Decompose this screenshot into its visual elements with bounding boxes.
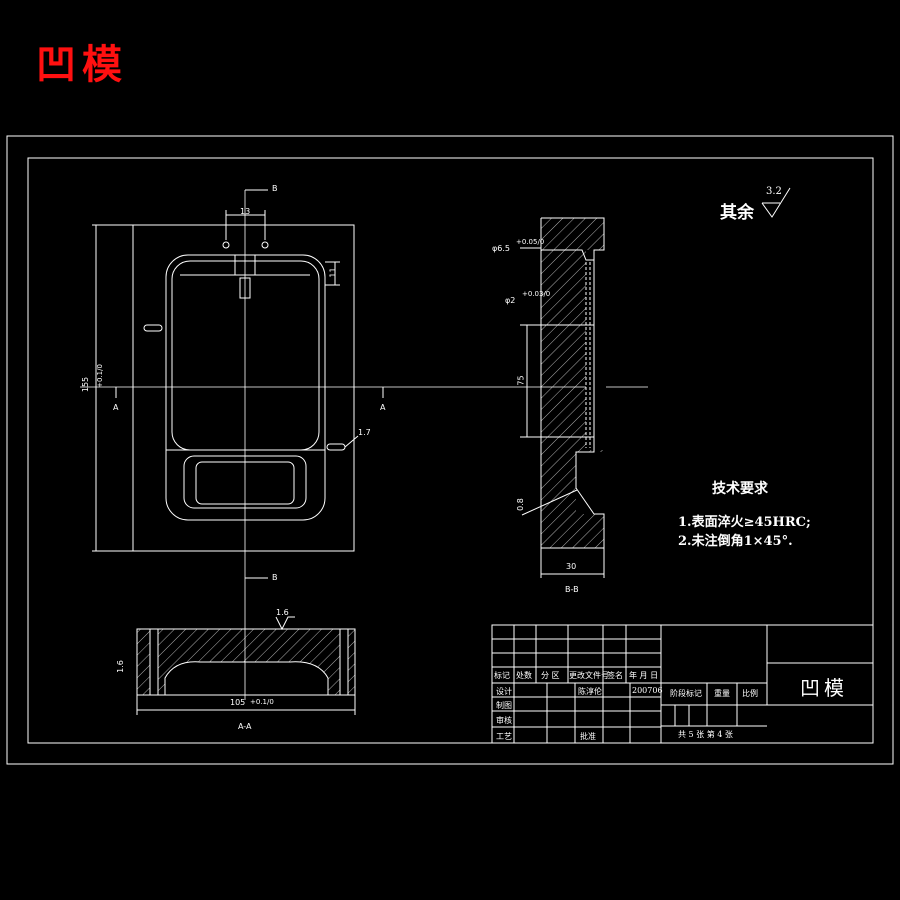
rev-header-zone: 分 区: [541, 671, 560, 680]
rev-header-date: 年 月 日: [629, 671, 659, 680]
side-slot-left: [143, 324, 163, 332]
row-process-label: 工艺: [496, 732, 512, 741]
pin-hole-left: [222, 241, 230, 249]
cavity-inner: [171, 260, 320, 451]
dim-top-width: 13: [240, 207, 251, 216]
bb-hatch-cut-top: [586, 250, 606, 450]
tech-item-2: 2.未注倒角1×45°.: [678, 534, 793, 549]
outer-border: [6, 135, 894, 765]
rev-header-doc: 更改文件号: [569, 671, 609, 680]
row-design-label: 设计: [496, 687, 512, 696]
cavity-outer: [165, 254, 326, 521]
bb-dim-75: 75: [516, 375, 526, 386]
bb-dim-hole1-tol: +0.05/0: [516, 238, 545, 246]
row-design-date: 200706: [632, 686, 663, 695]
tech-heading: 技术要求: [712, 481, 768, 497]
row-draw-label: 制图: [496, 701, 512, 710]
section-a-right-label: A: [380, 403, 386, 412]
row-check-label: 审核: [496, 716, 512, 725]
bb-roughness: 0.8: [515, 498, 525, 511]
scale-label: 比例: [742, 689, 758, 698]
rev-header-count: 处数: [516, 671, 532, 680]
section-aa-label: A-A: [238, 722, 252, 731]
roughness-symbol: [761, 187, 791, 218]
surface-finish-value: 3.2: [766, 186, 782, 197]
sheet-count: 共 5 张 第 4 张: [678, 730, 733, 739]
bb-dim-hole2: φ2: [505, 296, 516, 305]
section-bb-view: [520, 217, 606, 578]
pin-hole-right: [261, 241, 269, 249]
weight-label: 重量: [714, 689, 730, 698]
side-slot-right: [326, 443, 346, 451]
tech-item-1: 1.表面淬火≥45HRC;: [678, 515, 811, 530]
surface-finish-label: 其余: [720, 203, 754, 223]
inner-border: [27, 157, 874, 744]
row-approve-label: 批准: [580, 732, 596, 741]
section-aa-view: [136, 616, 356, 715]
page-title: 凹模: [36, 41, 128, 88]
aa-dim-width-tol: +0.1/0: [250, 698, 274, 706]
bb-dim-hole2-tol: +0.03/0: [522, 290, 551, 298]
aa-roughness-top: 1.6: [276, 608, 289, 617]
rev-header-mark: 标记: [494, 671, 510, 680]
section-bb-label: B-B: [565, 585, 579, 594]
aa-roughness-left: 1.6: [115, 660, 125, 673]
dim-step: 11: [328, 267, 338, 278]
stage-label: 阶段标记: [670, 689, 702, 698]
front-outline: [132, 224, 355, 552]
bb-dim-bottom: 30: [566, 562, 577, 571]
aa-dim-width: 105: [230, 698, 246, 707]
row-design-name: 陈淳伦: [578, 687, 602, 696]
part-name: 凹模: [800, 676, 848, 700]
section-b-bottom-label: B: [272, 573, 278, 582]
rev-header-sign: 签名: [607, 671, 623, 680]
section-a-left-label: A: [113, 403, 119, 412]
section-b-top-label: B: [272, 184, 278, 193]
bb-dim-hole1: φ6.5: [492, 244, 510, 253]
dim-height-tol: +0.1/0: [95, 364, 104, 388]
front-roughness: 1.7: [358, 428, 371, 437]
title-block: [491, 624, 874, 744]
dim-height: 155: [81, 376, 91, 393]
